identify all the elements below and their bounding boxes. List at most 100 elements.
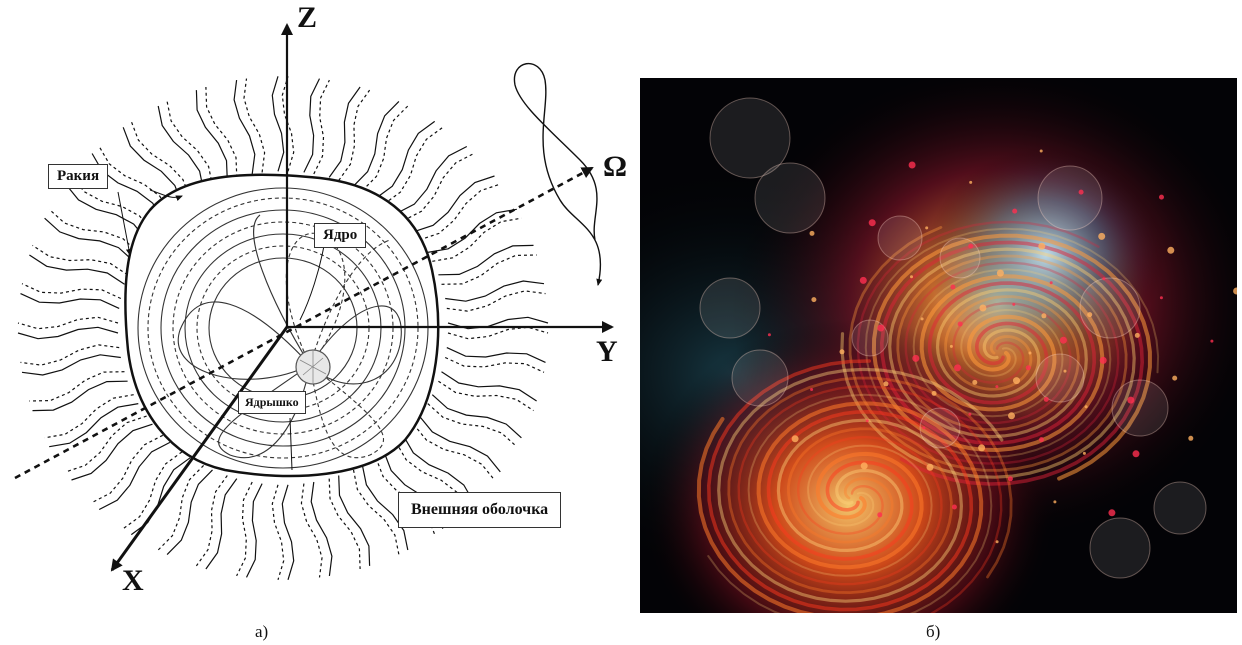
fractal-spark — [877, 512, 883, 518]
fractal-spark — [791, 435, 799, 443]
field-line-solid — [21, 354, 121, 376]
field-line-dashed — [361, 105, 409, 192]
field-line-dashed — [71, 175, 153, 233]
fractal-bubble — [709, 97, 791, 179]
fractal-spark — [949, 344, 953, 348]
field-line-solid — [71, 423, 153, 481]
field-line-solid — [157, 105, 205, 191]
field-line-solid — [438, 244, 534, 276]
fractal-bubble — [1035, 353, 1085, 403]
fractal-spark — [877, 324, 885, 332]
field-line-dashed — [65, 415, 147, 473]
field-line-solid — [271, 76, 285, 172]
fractal-spark — [968, 412, 972, 416]
fractal-spark — [910, 275, 913, 279]
fractal-spark — [859, 276, 867, 284]
field-line-solid — [205, 478, 238, 570]
field-line-dashed — [419, 183, 501, 241]
fractal-spark — [1059, 336, 1067, 344]
fractal-spark — [978, 444, 986, 452]
fractal-canvas — [640, 78, 1237, 613]
field-line-solid — [402, 435, 475, 503]
fractal-bubble — [699, 277, 761, 339]
fractal-spark — [1108, 509, 1116, 517]
nucleus-body — [124, 173, 440, 478]
fractal-spark — [811, 297, 817, 303]
spiral-arm — [696, 401, 984, 613]
field-line-solid — [441, 371, 537, 402]
field-line-dashed — [130, 121, 191, 199]
field-line-solid — [32, 380, 128, 412]
fractal-spark — [868, 219, 876, 227]
field-line-dashed — [195, 475, 228, 567]
fractal-spark — [1063, 369, 1067, 373]
fractal-spark — [995, 540, 999, 544]
field-line-dashed — [432, 217, 522, 262]
nucleus-diagram: Z Y X Ω Ракия Ядро Ядрышко Внешняя оболо… — [0, 0, 630, 615]
fractal-spark — [972, 379, 978, 385]
nucleolus — [295, 349, 331, 385]
fractal-spark — [1102, 277, 1106, 281]
fractal-spark — [810, 388, 814, 391]
fractal-bubble — [1079, 277, 1141, 339]
field-line-solid — [303, 78, 321, 173]
fractal-bubble — [1037, 165, 1103, 231]
field-line-dashed — [338, 89, 371, 181]
fractal-bubble — [919, 407, 961, 449]
y-axis-label: Y — [596, 335, 618, 368]
caption-b: б) — [926, 622, 941, 641]
field-line-solid — [375, 120, 436, 199]
fractal-spark — [931, 390, 937, 396]
field-line-dashed — [444, 356, 545, 373]
field-line-dashed — [243, 78, 266, 173]
field-line-solid — [17, 326, 119, 340]
fractal-spark — [1078, 189, 1084, 195]
field-line-solid — [418, 415, 501, 473]
fractal-bubble — [1089, 517, 1151, 579]
field-line-solid — [413, 175, 495, 233]
fractal-spark — [1167, 246, 1175, 254]
fractal-bubble — [731, 349, 789, 407]
field-line-solid — [166, 469, 213, 556]
field-line-solid — [446, 347, 546, 363]
fractal-spark — [1159, 296, 1163, 300]
field-line-solid — [130, 457, 191, 536]
field-line-dashed — [438, 380, 534, 412]
field-line-solid — [29, 254, 125, 285]
field-line-dashed — [157, 464, 205, 551]
fractal-spark — [969, 180, 973, 184]
field-line-dashed — [205, 86, 238, 178]
field-line-dashed — [29, 371, 125, 402]
spiral-arm — [864, 227, 1160, 458]
field-line-dashed — [427, 403, 518, 448]
fractal-spark — [1134, 332, 1140, 338]
field-line-solid — [245, 483, 263, 578]
fractal-spark — [1172, 375, 1178, 381]
field-line-solid — [338, 475, 371, 566]
field-line-dashed — [32, 244, 128, 276]
fractal-spark — [1099, 356, 1107, 364]
fractal-spark — [1025, 365, 1031, 371]
field-line-dashed — [271, 484, 285, 580]
fractal-spark — [968, 243, 974, 249]
fractal-spark — [1082, 451, 1086, 455]
field-line-solid — [353, 100, 400, 187]
field-line-dashed — [48, 208, 139, 253]
fractal-spark — [954, 364, 961, 372]
field-line-dashed — [166, 101, 214, 187]
fractal-spark — [1007, 476, 1013, 482]
field-line-dashed — [20, 344, 120, 366]
fractal-spark — [950, 284, 956, 290]
rakia-label: Ракия — [48, 164, 109, 189]
diagram-canvas — [14, 23, 614, 580]
rotation-path — [513, 63, 603, 286]
spiral-arm — [707, 393, 993, 613]
field-line-dashed — [44, 394, 134, 439]
fractal-spark — [1013, 377, 1020, 385]
fractal-spark — [1127, 396, 1135, 404]
fractal-spark — [1188, 435, 1194, 441]
fractal-spark — [996, 269, 1004, 277]
field-line-dashed — [300, 483, 323, 578]
spiral-arm — [848, 226, 1128, 472]
field-line-solid — [65, 183, 148, 241]
